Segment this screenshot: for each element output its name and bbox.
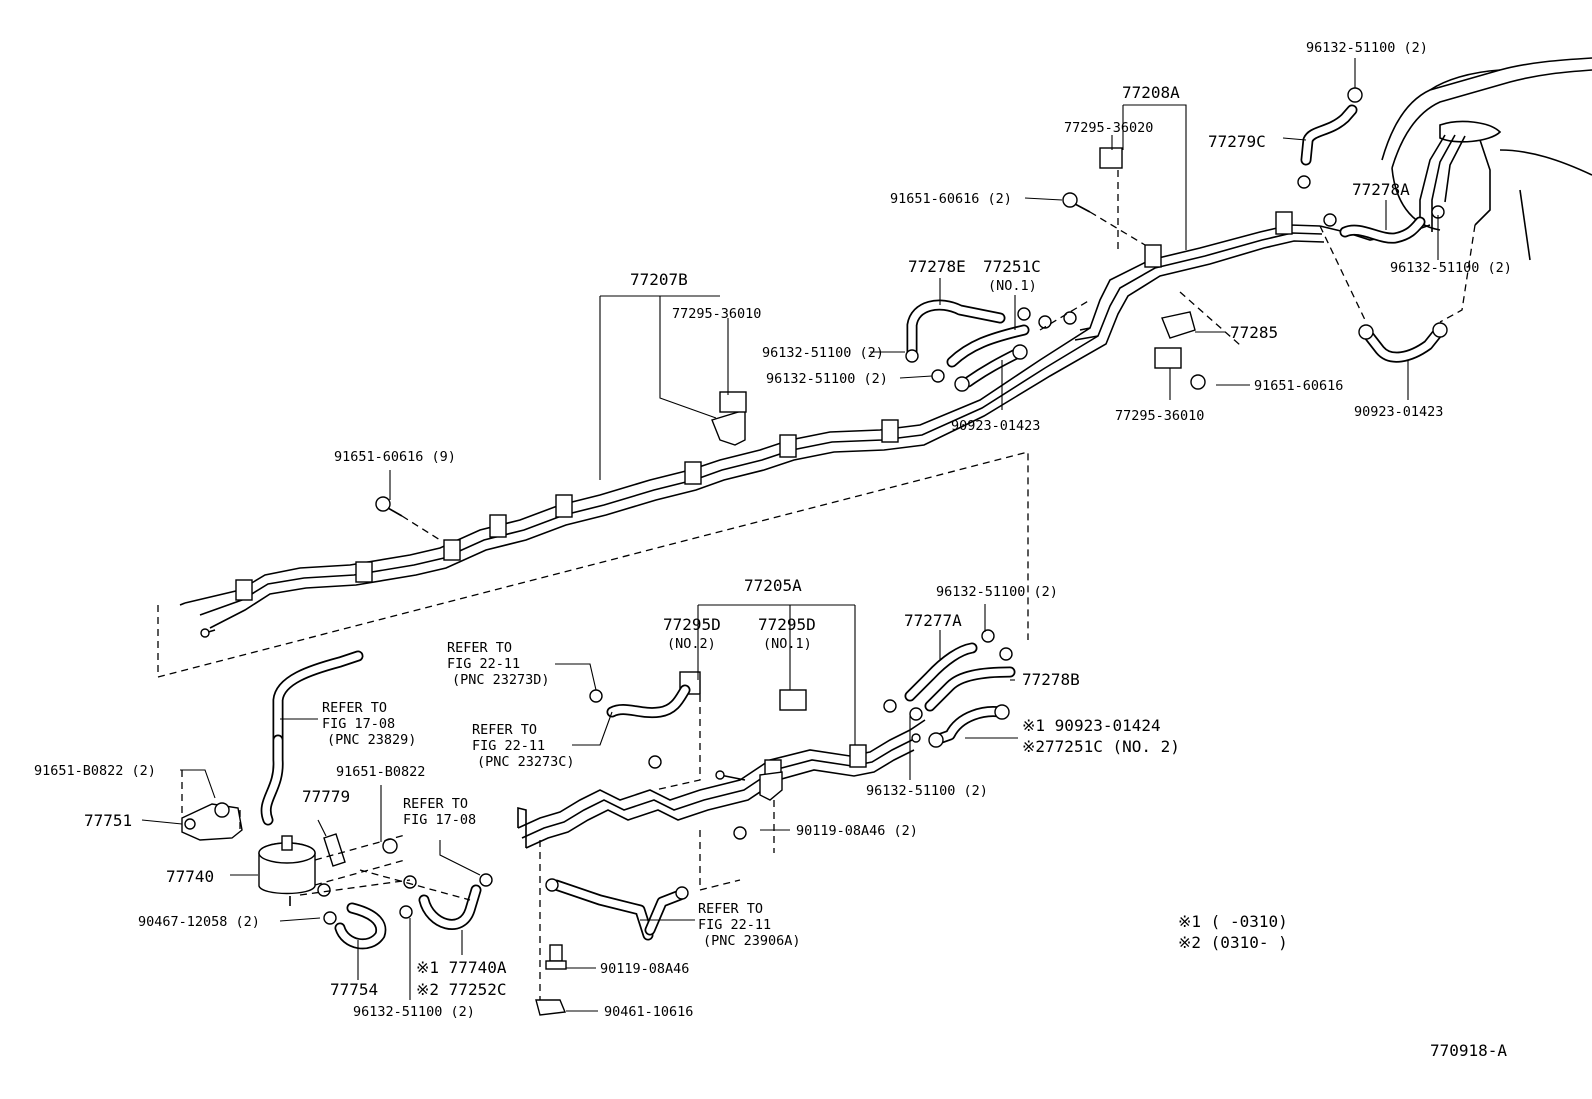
- label-refer-22-11-b-2: FIG 22-11: [472, 738, 545, 754]
- label-refer-22-11-b-3: (PNC 23273C): [477, 754, 575, 770]
- lower-clips: [317, 629, 1013, 925]
- part-labels: 96132-51100 (2) 77208A 77295-36020 77279…: [34, 40, 1512, 1060]
- label-77279C: 77279C: [1208, 132, 1266, 151]
- label-91651-60616-9: 91651-60616 (9): [334, 449, 456, 465]
- label-refer-22-11-a-2: FIG 22-11: [447, 656, 520, 672]
- label-77295-36010-mid: 77295-36010: [1115, 408, 1204, 424]
- label-90467-12058: 90467-12058 (2): [138, 914, 260, 930]
- label-91651-B0822-2: 91651-B0822 (2): [34, 763, 156, 779]
- label-77740: 77740: [166, 867, 214, 886]
- label-refer-22-11-b-1: REFER TO: [472, 722, 537, 738]
- upper-hose-clips: [905, 87, 1448, 392]
- charcoal-canister-77740: [258, 835, 316, 906]
- bottom-bolt-and-clamp: [535, 826, 747, 1016]
- note-2: ※2 (0310- ): [1178, 933, 1288, 952]
- label-77278A: 77278A: [1352, 180, 1410, 199]
- leader-lines: [141, 58, 1439, 1012]
- canister-bracket-77751: [181, 802, 243, 841]
- label-refer-17-08-a-2: FIG 17-08: [322, 716, 395, 732]
- upper-hoses: [906, 104, 1446, 388]
- label-96132-right: 96132-51100 (2): [1390, 260, 1512, 276]
- label-refer-17-08-a-1: REFER TO: [322, 700, 387, 716]
- label-77208A: 77208A: [1122, 83, 1180, 102]
- dashed-reference-lines: [157, 170, 1476, 1000]
- label-77295-36020: 77295-36020: [1064, 120, 1153, 136]
- label-77295D-no1-sub: (NO.1): [763, 636, 812, 652]
- fuel-tank-outline: [1381, 57, 1592, 261]
- label-77277A: 77277A: [904, 611, 962, 630]
- label-refer-17-08-a-3: (PNC 23829): [327, 732, 416, 748]
- label-77295D-no1: 77295D: [758, 615, 816, 634]
- label-90461-10616: 90461-10616: [604, 1004, 693, 1020]
- label-77205A: 77205A: [744, 576, 802, 595]
- label-77251C-no1: (NO.1): [988, 278, 1037, 294]
- label-77779: 77779: [302, 787, 350, 806]
- label-77751: 77751: [84, 811, 132, 830]
- label-refer-17-08-b-1: REFER TO: [403, 796, 468, 812]
- label-96132-low-r: 96132-51100 (2): [936, 584, 1058, 600]
- label-77251C: 77251C: [983, 257, 1041, 276]
- label-96132-bottom: 96132-51100 (2): [353, 1004, 475, 1020]
- label-1-77740A: ※1 77740A: [416, 958, 507, 977]
- upper-brackets: [375, 147, 1206, 517]
- label-90119-08A46-2: 90119-08A46 (2): [796, 823, 918, 839]
- label-77278B: 77278B: [1022, 670, 1080, 689]
- label-90119-08A46: 90119-08A46: [600, 961, 689, 977]
- label-77278E: 77278E: [908, 257, 966, 276]
- label-77754: 77754: [330, 980, 378, 999]
- bracket-77779: [323, 833, 398, 867]
- upper-tube-clamps: [235, 211, 1293, 601]
- label-77295-36010-top: 77295-36010: [672, 306, 761, 322]
- label-2-77252C: ※2 77252C: [416, 980, 506, 999]
- label-90923-01423-b: 90923-01423: [1354, 404, 1443, 420]
- label-91651-B0822: 91651-B0822: [336, 764, 425, 780]
- upper-fuel-tube-bundle: [179, 224, 1431, 638]
- label-77285: 77285: [1230, 323, 1278, 342]
- label-refer-22-11-c-2: FIG 22-11: [698, 917, 771, 933]
- label-96132-top: 96132-51100 (2): [1306, 40, 1428, 56]
- label-96132-mid2: 96132-51100 (2): [766, 371, 888, 387]
- label-91651-60616-2: 91651-60616 (2): [890, 191, 1012, 207]
- label-77207B: 77207B: [630, 270, 688, 289]
- label-2-277251C: ※277251C (NO. 2): [1022, 737, 1180, 756]
- label-77295D-no2: 77295D: [663, 615, 721, 634]
- figure-id: 770918-A: [1430, 1041, 1507, 1060]
- label-77295D-no2-sub: (NO.2): [667, 636, 716, 652]
- label-refer-22-11-a-1: REFER TO: [447, 640, 512, 656]
- label-refer-22-11-c-1: REFER TO: [698, 901, 763, 917]
- label-90923-01423-a: 90923-01423: [951, 418, 1040, 434]
- label-refer-17-08-b-2: FIG 17-08: [403, 812, 476, 828]
- label-96132-low-mid: 96132-51100 (2): [866, 783, 988, 799]
- note-1: ※1 ( -0310): [1178, 912, 1288, 931]
- lower-tube-clamps: [679, 671, 867, 801]
- label-refer-22-11-a-3: (PNC 23273D): [452, 672, 550, 688]
- label-96132-mid1: 96132-51100 (2): [762, 345, 884, 361]
- label-refer-22-11-c-3: (PNC 23906A): [703, 933, 801, 949]
- label-91651-60616-r: 91651-60616: [1254, 378, 1343, 394]
- label-1-90923-01424: ※1 90923-01424: [1022, 716, 1161, 735]
